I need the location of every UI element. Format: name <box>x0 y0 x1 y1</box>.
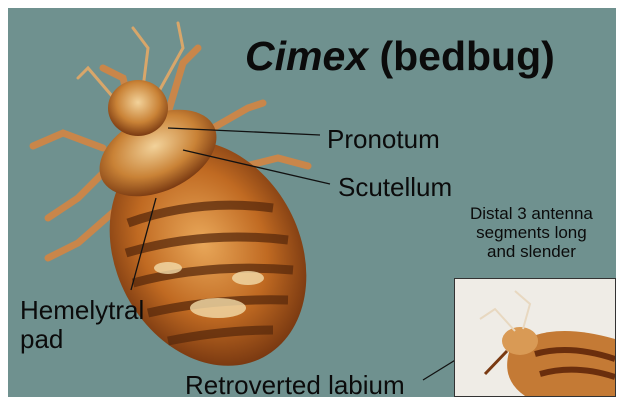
label-retroverted-labium: Retroverted labium <box>185 372 405 397</box>
label-distal-antenna: Distal 3 antenna segments long and slend… <box>470 204 593 261</box>
antenna-closeup-image <box>455 279 615 396</box>
label-distal-line1: Distal 3 antenna <box>470 204 593 223</box>
figure-title: Cimex (bedbug) <box>245 36 555 77</box>
label-distal-line3: and slender <box>470 242 593 261</box>
label-scutellum: Scutellum <box>338 174 452 200</box>
bedbug-head <box>108 80 168 136</box>
label-distal-line2: segments long <box>470 223 593 242</box>
label-hemelytral-line1: Hemelytral <box>20 296 144 325</box>
label-hemelytral-pad: Hemelytral pad <box>20 296 144 353</box>
bedbug-figure: Cimex (bedbug) Pronotum Scutellum Hemely… <box>8 8 616 397</box>
label-pronotum: Pronotum <box>327 126 440 152</box>
antenna-closeup-inset <box>454 278 616 397</box>
label-hemelytral-line2: pad <box>20 325 144 354</box>
